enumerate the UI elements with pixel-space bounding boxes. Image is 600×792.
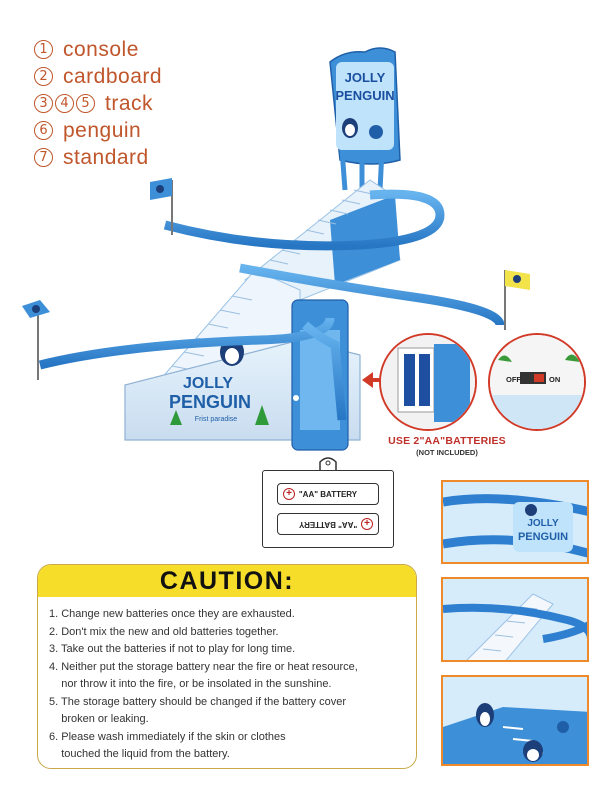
- part-label: penguin: [63, 118, 142, 142]
- tower-logo-line1: JOLLY: [345, 70, 386, 85]
- caution-title: CAUTION:: [159, 566, 295, 595]
- plus-icon: +: [283, 488, 295, 500]
- tracks: [38, 189, 505, 421]
- flag-left: [22, 300, 50, 380]
- photo-track-closeup: JOLLY PENGUIN: [441, 480, 589, 564]
- caution-box: CAUTION: 1. Change new batteries once th…: [37, 564, 417, 769]
- part-row-track: 3 4 5 track: [34, 90, 162, 117]
- part-label: track: [105, 91, 154, 115]
- flag-top: [150, 178, 173, 235]
- switch-on-label: ON: [549, 375, 560, 384]
- photo-penguin: [441, 675, 589, 766]
- part-number: 4: [55, 94, 74, 113]
- toy-illustration: JOLLY PENGUIN JOLLY PENGUIN: [22, 47, 586, 451]
- photo-stairs: [441, 577, 589, 662]
- part-row-cardboard: 2 cardboard: [34, 63, 162, 90]
- hanger-tab-icon: [319, 457, 337, 471]
- battery-box-diagram: + "AA" BATTERY + "AA" BATTERY: [262, 470, 394, 548]
- part-row-standard: 7 standard: [34, 144, 162, 171]
- part-number: 7: [34, 148, 53, 167]
- battery-slot-2: + "AA" BATTERY: [277, 513, 379, 535]
- battery-note-line2: (NOT INCLUDED): [416, 448, 478, 457]
- battery-slot-1: + "AA" BATTERY: [277, 483, 379, 505]
- battery-compartment-detail: [379, 333, 477, 431]
- photo-logo-line1: JOLLY: [527, 518, 559, 529]
- battery-note-line1: USE 2"AA"BATTERIES: [388, 435, 506, 447]
- caution-item: touched the liquid from the battery.: [49, 748, 230, 760]
- caution-item: 4. Neither put the storage battery near …: [49, 660, 358, 673]
- caution-header: CAUTION:: [38, 565, 416, 597]
- caution-item: 5. The storage battery should be changed…: [49, 695, 346, 708]
- switch-detail: OFF ON: [488, 333, 586, 431]
- plus-icon: +: [361, 518, 373, 530]
- arrow-icon: [362, 372, 395, 388]
- switch-off-label: OFF: [506, 375, 521, 384]
- part-label: standard: [63, 145, 149, 169]
- part-number: 1: [34, 40, 53, 59]
- part-number: 5: [76, 94, 95, 113]
- part-label: console: [63, 37, 139, 61]
- caution-item: 6. Please wash immediately if the skin o…: [49, 730, 286, 743]
- base-logo-sub: Frist paradise: [195, 416, 238, 423]
- photo-logo-line2: PENGUIN: [518, 531, 568, 543]
- part-row-console: 1 console: [34, 36, 162, 63]
- caution-list: 1. Change new batteries once they are ex…: [38, 597, 416, 764]
- battery-note: USE 2"AA"BATTERIES (NOT INCLUDED): [372, 435, 522, 457]
- base-logo-line2: PENGUIN: [169, 392, 251, 412]
- part-label: cardboard: [63, 64, 163, 88]
- flag-right: [504, 270, 530, 330]
- caution-item: 1. Change new batteries once they are ex…: [49, 608, 295, 620]
- part-row-penguin: 6 penguin: [34, 117, 162, 144]
- caution-item: nor throw it into the fire, or be insola…: [49, 678, 332, 690]
- part-number: 2: [34, 67, 53, 86]
- tower-sign: JOLLY PENGUIN: [329, 47, 401, 200]
- parts-legend: 1 console 2 cardboard 3 4 5 track 6 peng…: [34, 36, 162, 171]
- caution-item: 2. Don't mix the new and old batteries t…: [49, 625, 279, 638]
- part-number: 3: [34, 94, 53, 113]
- caution-item: 3. Take out the batteries if not to play…: [49, 643, 296, 655]
- tower-logo-line2: PENGUIN: [335, 88, 394, 103]
- caution-item: broken or leaking.: [49, 713, 149, 725]
- part-number: 6: [34, 121, 53, 140]
- battery-slot-2-label: "AA" BATTERY: [298, 519, 358, 529]
- staircase-upper: [243, 179, 401, 301]
- battery-slot-1-label: "AA" BATTERY: [298, 489, 358, 499]
- base-logo-line1: JOLLY: [183, 375, 233, 392]
